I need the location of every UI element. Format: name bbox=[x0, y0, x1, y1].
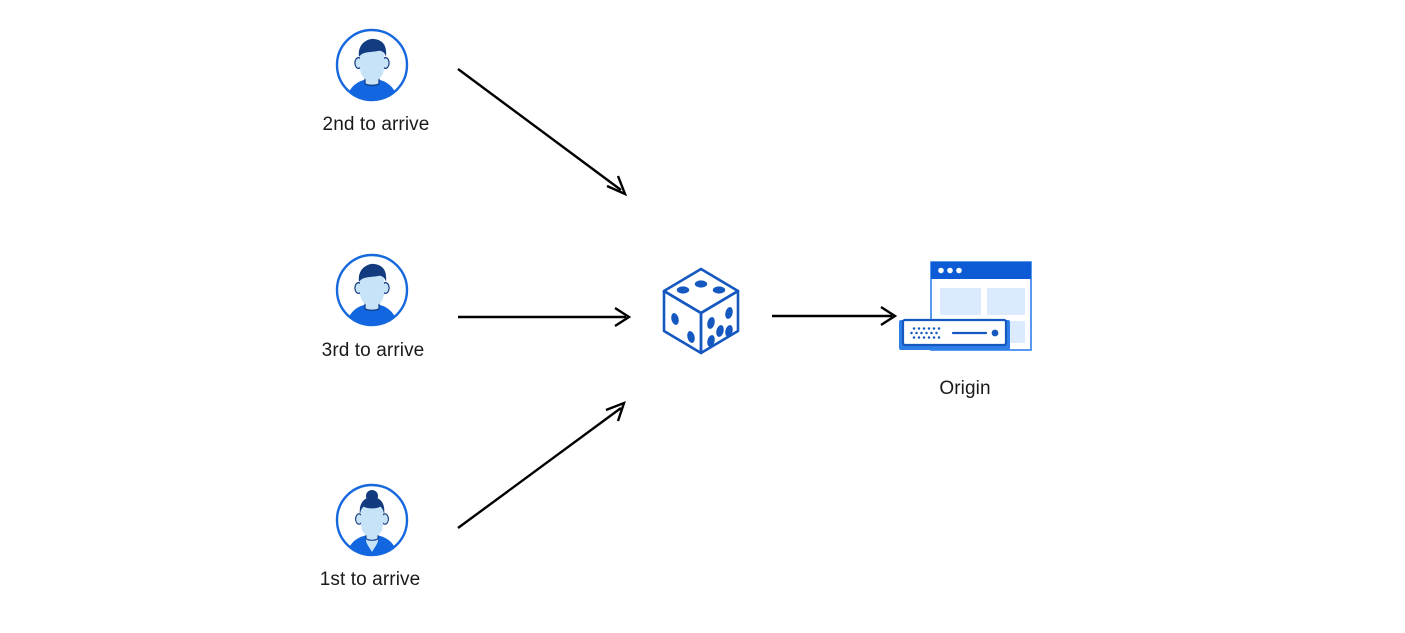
user-avatar-female-bun-icon bbox=[334, 482, 410, 558]
user-avatar-male-short-hair-icon bbox=[334, 252, 410, 328]
client-3rd-label: 3rd to arrive bbox=[321, 340, 425, 361]
client-2nd-label: 2nd to arrive bbox=[322, 114, 430, 135]
edge-3rd-to-dice bbox=[458, 306, 632, 328]
dice-icon bbox=[660, 265, 742, 357]
edge-dice-to-origin bbox=[772, 305, 898, 327]
server-appliance-icon bbox=[899, 318, 1010, 350]
client-1st-label: 1st to arrive bbox=[319, 569, 421, 590]
origin-label: Origin bbox=[939, 378, 991, 399]
user-avatar-male-short-hair-icon bbox=[334, 27, 410, 103]
edge-1st-to-dice bbox=[457, 400, 626, 529]
browser-window-with-server-icon bbox=[893, 258, 1038, 363]
